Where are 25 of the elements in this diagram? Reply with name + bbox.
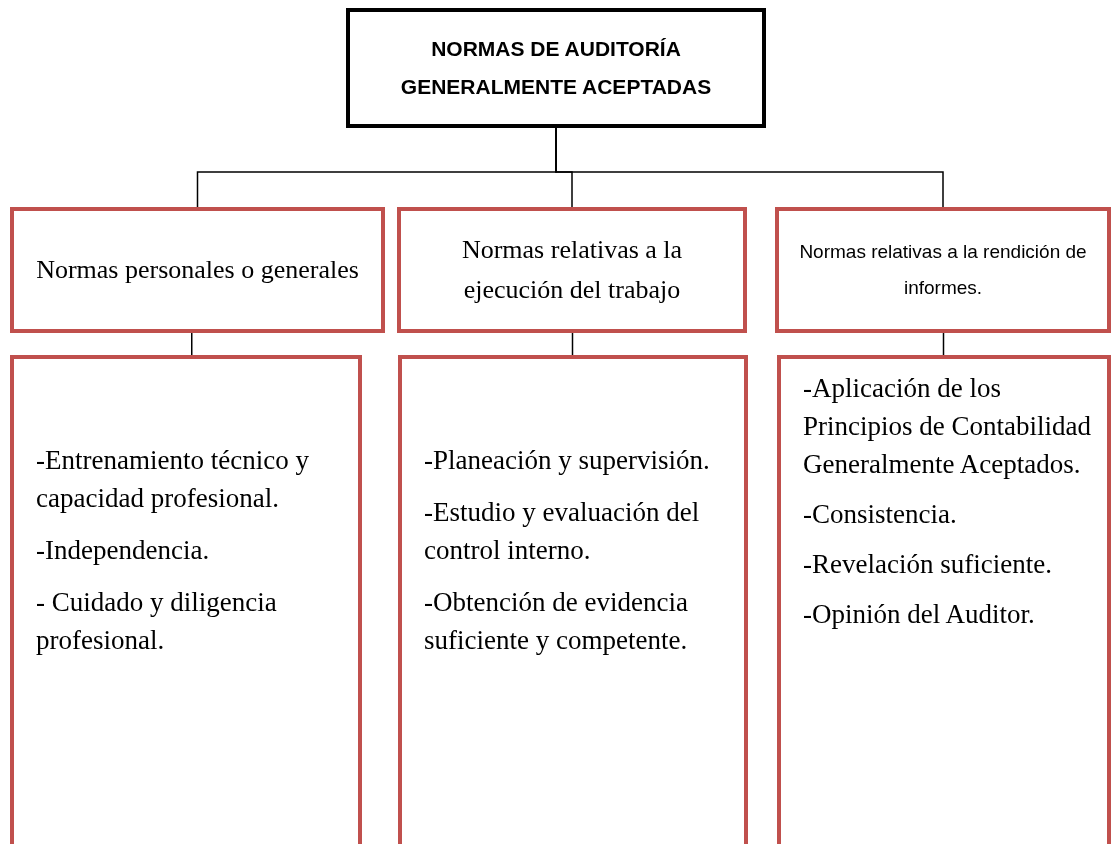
connector-line [571,332,574,356]
list-box [398,355,748,844]
category-title: Normas personales o generales [36,254,359,286]
list-item: -Obtención de evidencia suficiente y competente. [424,586,689,657]
connector-line [191,332,193,356]
connector-line [942,332,945,356]
category-box [397,207,747,333]
list-item: -Revelación suficiente. [803,548,1053,581]
connector-line [555,127,944,208]
title-text: NORMAS DE AUDITORÍA GENERALMENTE ACEPTADAS [399,36,713,100]
list-box [10,355,362,844]
list-item: -Estudio y evaluación del control interno. [424,496,701,567]
title-box [346,8,766,128]
category-title: Normas relativas a la ejecución del trabajo [460,234,684,306]
list-item: - Cuidado y diligencia profesional. [36,586,278,657]
list-item: -Entrenamiento técnico y capacidad profesional. [36,444,310,515]
category-title: Normas relativas a la rendición de informes. [798,240,1088,300]
list-box [777,355,1111,844]
category-box [10,207,385,333]
list-item: -Aplicación de los Principios de Contabilidad Generalmente Aceptados. [803,372,1092,481]
list-item: -Independencia. [36,534,211,567]
list-item: -Opinión del Auditor. [803,598,1036,631]
category-box [775,207,1111,333]
list-item: -Planeación y supervisión. [424,444,711,477]
list-item: -Consistencia. [803,498,958,531]
